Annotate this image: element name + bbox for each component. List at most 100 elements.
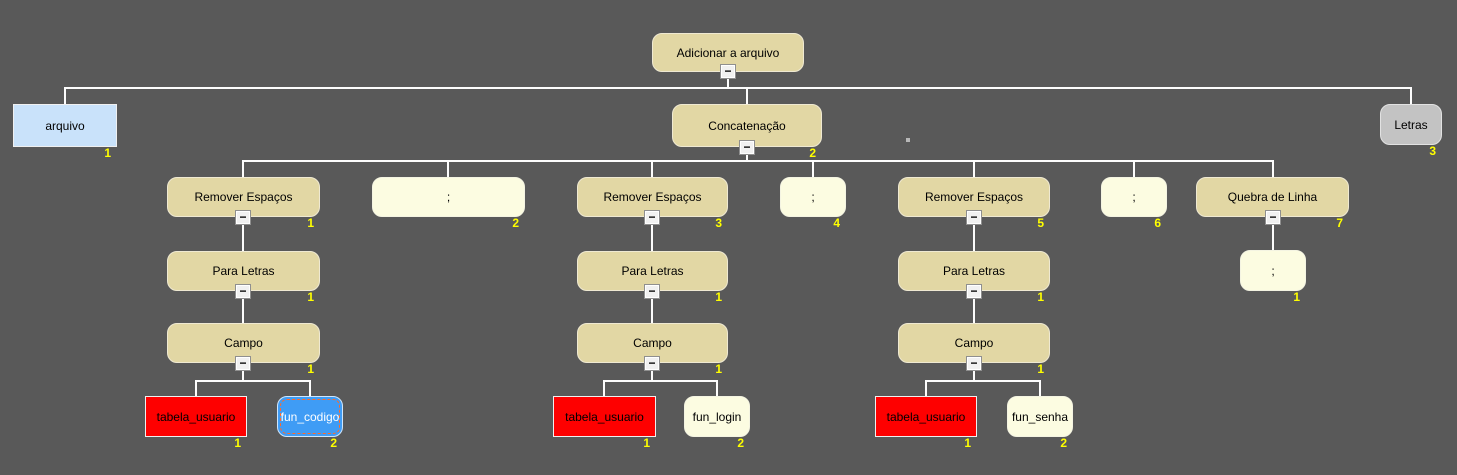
node-index-badge: 1: [104, 146, 111, 160]
node-index-badge: 1: [307, 216, 314, 230]
node-label: ;: [1271, 263, 1275, 278]
tree-node-separator-quebra[interactable]: ; 1: [1240, 250, 1306, 303]
collapse-button[interactable]: −: [966, 356, 982, 371]
connector-line: [973, 160, 975, 177]
connector-line: [64, 87, 66, 104]
connector-line: [309, 380, 311, 396]
collapse-button[interactable]: −: [235, 356, 251, 371]
connector-line: [242, 160, 244, 177]
minus-icon: −: [648, 284, 656, 298]
collapse-button[interactable]: −: [644, 356, 660, 371]
node-label: ;: [811, 190, 815, 204]
minus-icon: −: [239, 356, 247, 370]
node-label: fun_login: [692, 409, 742, 424]
node-label: ;: [446, 190, 451, 204]
node-index-badge: 2: [330, 436, 337, 450]
tree-node-separator-6[interactable]: ; 6: [1101, 177, 1167, 229]
tree-node-fun-codigo[interactable]: fun_codigo 2: [277, 396, 343, 449]
tree-node-arquivo[interactable]: arquivo 1: [13, 104, 117, 159]
node-label: Remover Espaços: [924, 190, 1024, 204]
node-label: Para Letras: [621, 264, 684, 278]
collapse-button[interactable]: −: [1265, 210, 1281, 225]
connector-line: [727, 72, 729, 88]
connector-line: [1133, 160, 1135, 177]
tree-node-separator-4[interactable]: ; 4: [780, 177, 846, 229]
collapse-button[interactable]: −: [739, 140, 755, 155]
node-index-badge: 1: [964, 436, 971, 450]
connector-line: [1410, 87, 1412, 104]
connector-line: [242, 217, 244, 251]
node-label: Campo: [954, 336, 994, 350]
connector-line: [195, 380, 197, 396]
collapse-button[interactable]: −: [235, 284, 251, 299]
node-label: fun_senha: [1011, 409, 1069, 424]
connector-line: [973, 217, 975, 251]
connector-line: [604, 380, 718, 382]
node-label: ;: [1132, 190, 1136, 204]
node-index-badge: 2: [809, 146, 816, 160]
node-index-badge: 1: [643, 436, 650, 450]
node-index-badge: 1: [715, 362, 722, 376]
node-index-badge: 2: [737, 436, 744, 450]
connector-line: [651, 363, 653, 381]
tree-node-separator-2[interactable]: ; 2: [372, 177, 525, 229]
node-index-badge: 1: [1037, 290, 1044, 304]
minus-icon: −: [648, 356, 656, 370]
node-index-badge: 5: [1037, 216, 1044, 230]
node-label: tabela_usuario: [156, 409, 236, 424]
connector-line: [243, 160, 1274, 162]
tree-node-fun-login[interactable]: fun_login 2: [684, 396, 750, 449]
node-index-badge: 3: [1429, 144, 1436, 158]
node-index-badge: 7: [1336, 216, 1343, 230]
collapse-button[interactable]: −: [235, 210, 251, 225]
node-label: Remover Espaços: [603, 190, 702, 204]
collapse-button[interactable]: −: [644, 284, 660, 299]
node-label: Letras: [1394, 117, 1428, 132]
connector-line: [651, 291, 653, 323]
connector-line: [64, 87, 1412, 89]
tree-node-fun-senha[interactable]: fun_senha 2: [1007, 396, 1073, 449]
tree-node-tabela-usuario-2[interactable]: tabela_usuario 1: [553, 396, 656, 449]
node-label: tabela_usuario: [565, 409, 644, 424]
connector-line: [242, 291, 244, 323]
collapse-button[interactable]: −: [966, 210, 982, 225]
node-label: Para Letras: [942, 264, 1006, 278]
node-label: Campo: [224, 336, 263, 350]
connector-line: [447, 160, 449, 177]
collapse-button[interactable]: −: [966, 284, 982, 299]
node-index-badge: 1: [307, 290, 314, 304]
connector-line: [812, 160, 814, 177]
node-label: tabela_usuario: [886, 409, 966, 424]
node-index-badge: 1: [1037, 362, 1044, 376]
tree-node-tabela-usuario-3[interactable]: tabela_usuario 1: [875, 396, 977, 449]
tree-node-tabela-usuario-1[interactable]: tabela_usuario 1: [145, 396, 247, 449]
node-index-badge: 6: [1154, 216, 1161, 230]
minus-icon: −: [970, 210, 978, 224]
node-label: arquivo: [45, 118, 85, 133]
connector-line: [1039, 380, 1041, 396]
connector-line: [973, 291, 975, 323]
node-index-badge: 2: [512, 216, 519, 230]
connector-line: [926, 380, 1041, 382]
tree-node-letras[interactable]: Letras 3: [1380, 104, 1442, 157]
node-label: Concatenação: [708, 118, 786, 133]
minus-icon: −: [1269, 210, 1277, 224]
node-label: fun_codigo: [280, 409, 340, 424]
connector-line: [746, 87, 748, 104]
connector-line: [651, 217, 653, 251]
collapse-button[interactable]: −: [720, 64, 736, 79]
minus-icon: −: [743, 140, 751, 154]
collapse-button[interactable]: −: [644, 210, 660, 225]
node-index-badge: 3: [715, 216, 722, 230]
connector-line: [651, 160, 653, 177]
node-index-badge: 4: [833, 216, 840, 230]
node-index-badge: 2: [1060, 436, 1067, 450]
node-index-badge: 1: [1293, 290, 1300, 304]
node-label: Remover Espaços: [194, 190, 293, 204]
stray-dot: [906, 138, 910, 142]
minus-icon: −: [239, 284, 247, 298]
node-label: Campo: [633, 336, 672, 350]
connector-line: [1272, 160, 1274, 177]
connector-line: [1272, 217, 1274, 250]
